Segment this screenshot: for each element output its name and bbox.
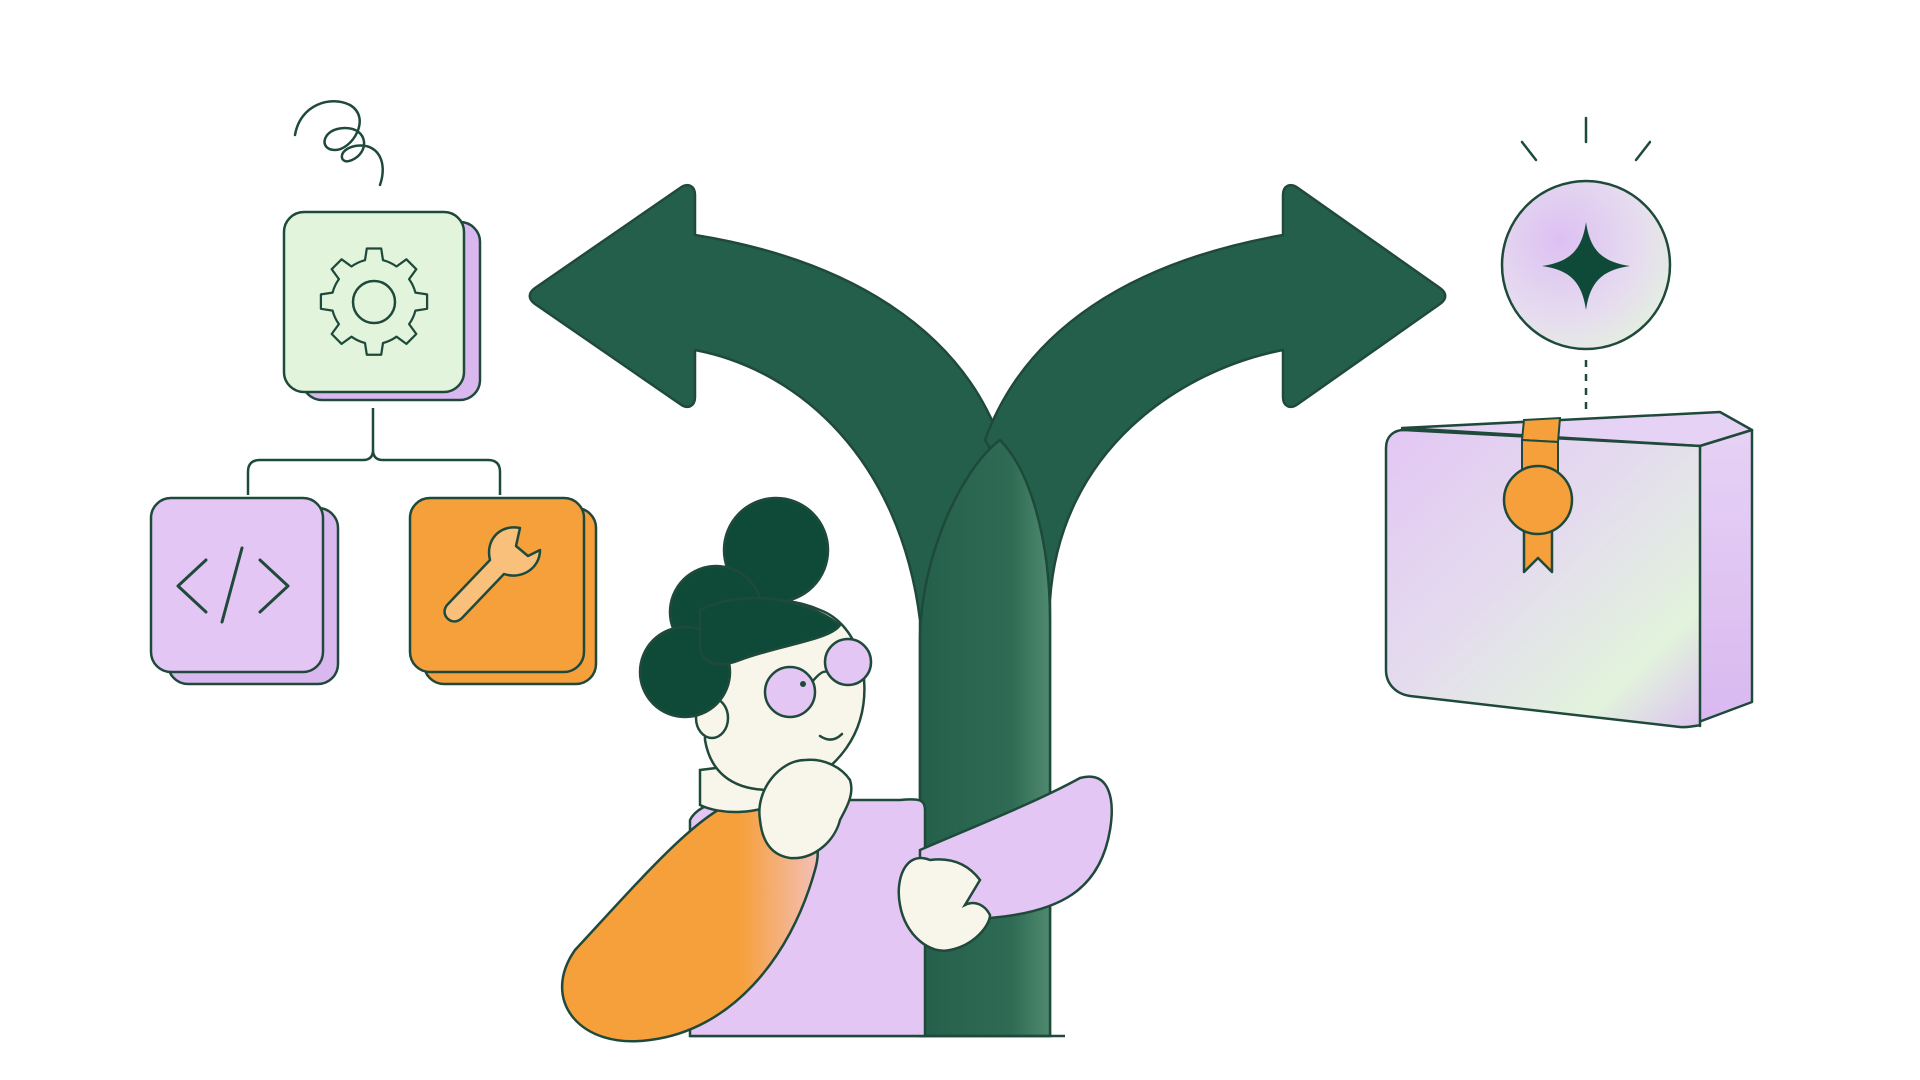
wrench-icon — [443, 526, 542, 623]
arrow-right-branch — [983, 183, 1447, 1038]
code-tile — [149, 496, 340, 686]
glasses-icon — [763, 637, 873, 719]
wrench-tile — [408, 496, 598, 686]
package-tape — [1520, 416, 1562, 444]
person-smile — [818, 732, 844, 741]
code-icon — [176, 546, 290, 624]
person-hand-on-pole — [897, 856, 992, 953]
person-eye — [800, 681, 806, 687]
award-ribbon-icon — [1502, 464, 1574, 574]
package-box — [1384, 410, 1754, 729]
person-hand-on-chin — [758, 758, 853, 860]
thinking-person — [561, 496, 1113, 1043]
person-hair — [638, 496, 842, 719]
gear-tile — [282, 210, 482, 402]
gear-icon — [319, 247, 429, 356]
person-orange-arm — [561, 796, 819, 1043]
sparkle-icon — [1542, 222, 1630, 310]
shine-rays — [1520, 116, 1652, 162]
scribble-swirl — [293, 100, 384, 187]
tree-connector — [246, 408, 502, 495]
right-option-group — [1384, 116, 1754, 729]
left-option-group — [149, 100, 598, 686]
